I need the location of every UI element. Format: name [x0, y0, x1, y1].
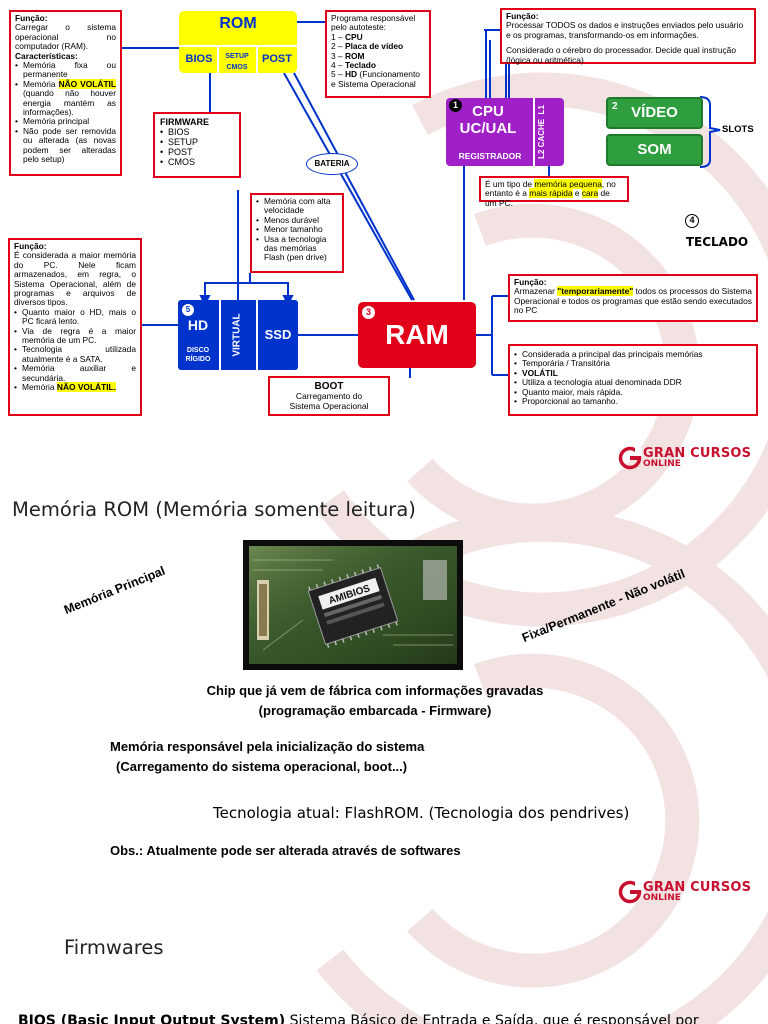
- autotest-item: 3 – ROM: [331, 50, 365, 61]
- hd-characteristics-list: Quanto maior o HD, mais o PC ficará lent…: [14, 307, 136, 393]
- hd-function-box: Função: É considerada a maior memória do…: [8, 238, 142, 416]
- cpu-function-title: Função:: [506, 11, 539, 21]
- list-item: Quanto maior o HD, mais o PC ficará lent…: [14, 307, 136, 327]
- rom-post-label: POST: [262, 53, 292, 65]
- list-item: Memória fixa ou permanente: [15, 60, 116, 80]
- rom-function-box: Função: Carregar o sistema operacional n…: [9, 10, 122, 176]
- bios-term: BIOS (Basic Input Output System): [18, 1013, 286, 1024]
- list-item: Memória NÃO VOLÁTIL (quando não houver e…: [15, 78, 117, 118]
- rom-characteristics-title: Características:: [15, 50, 78, 61]
- cpu-function-box: Função: Processar TODOS os dados e instr…: [500, 8, 756, 64]
- list-item: SETUP: [160, 137, 234, 147]
- rom-title: ROM: [219, 15, 257, 32]
- disco-rigido-label: DISCO RÍGIDO: [185, 347, 211, 364]
- firmware-list: BIOS SETUP POST CMOS: [160, 127, 234, 167]
- autotest-item: 1 – CPU: [331, 31, 363, 42]
- autotest-item: 2 – Placa de vídeo: [331, 41, 404, 52]
- slide3-heading: Firmwares: [64, 936, 164, 959]
- rom-characteristics-list: Memória fixa ou permanente Memória NÃO V…: [15, 60, 117, 165]
- hd-label: HD: [187, 317, 209, 333]
- cpu-function-text2: Considerado o cérebro do processador. De…: [506, 45, 736, 65]
- hd-function-title: Função:: [14, 241, 47, 251]
- list-item: Via de regra é a maior memória de um PC.: [14, 326, 136, 346]
- list-item: POST: [160, 147, 234, 157]
- autotest-item: 4 – Teclado: [331, 60, 377, 71]
- bios-definition-line: BIOS (Basic Input Output System) Sistema…: [18, 1013, 768, 1024]
- hd-block: 5 HD DISCO RÍGIDO VIRTUAL SSD: [178, 300, 298, 370]
- list-item: Não pode ser removida ou alterada (as no…: [15, 126, 116, 165]
- list-item: Tecnologia utilizada atualmente é a SATA…: [14, 345, 136, 364]
- bios-definition: Sistema Básico de Entrada e Saída, que é…: [285, 1013, 699, 1024]
- slide2-heading: Memória ROM (Memória somente leitura): [12, 498, 416, 521]
- ssd-label: SSD: [264, 327, 292, 342]
- list-item: Memória principal: [15, 117, 116, 128]
- cpu-function-text: Processar TODOS os dados e instruções en…: [506, 20, 744, 40]
- list-item: CMOS: [160, 157, 234, 167]
- list-item: Memória auxiliar e secundária.: [14, 364, 136, 383]
- rom-function-text: Carregar o sistema operacional no comput…: [15, 22, 116, 52]
- firmware-title: FIRMWARE: [160, 117, 209, 127]
- hd-function-text: É considerada a maior memória do PC. Nel…: [14, 250, 136, 308]
- firmware-box: FIRMWARE BIOS SETUP POST CMOS: [153, 112, 241, 178]
- rom-bios-label: BIOS: [185, 53, 213, 65]
- rom-block: ROM BIOS SETUP CMOS POST: [179, 11, 297, 73]
- list-item: Memória NÃO VOLÁTIL.: [14, 382, 136, 393]
- autotest-intro: Programa responsável pelo autoteste:: [331, 13, 416, 33]
- rom-setup-cmos-label: SETUP CMOS: [225, 53, 249, 72]
- rom-function-title: Função:: [15, 13, 48, 23]
- hd-number-badge: 5: [182, 304, 194, 316]
- list-item: BIOS: [160, 127, 234, 137]
